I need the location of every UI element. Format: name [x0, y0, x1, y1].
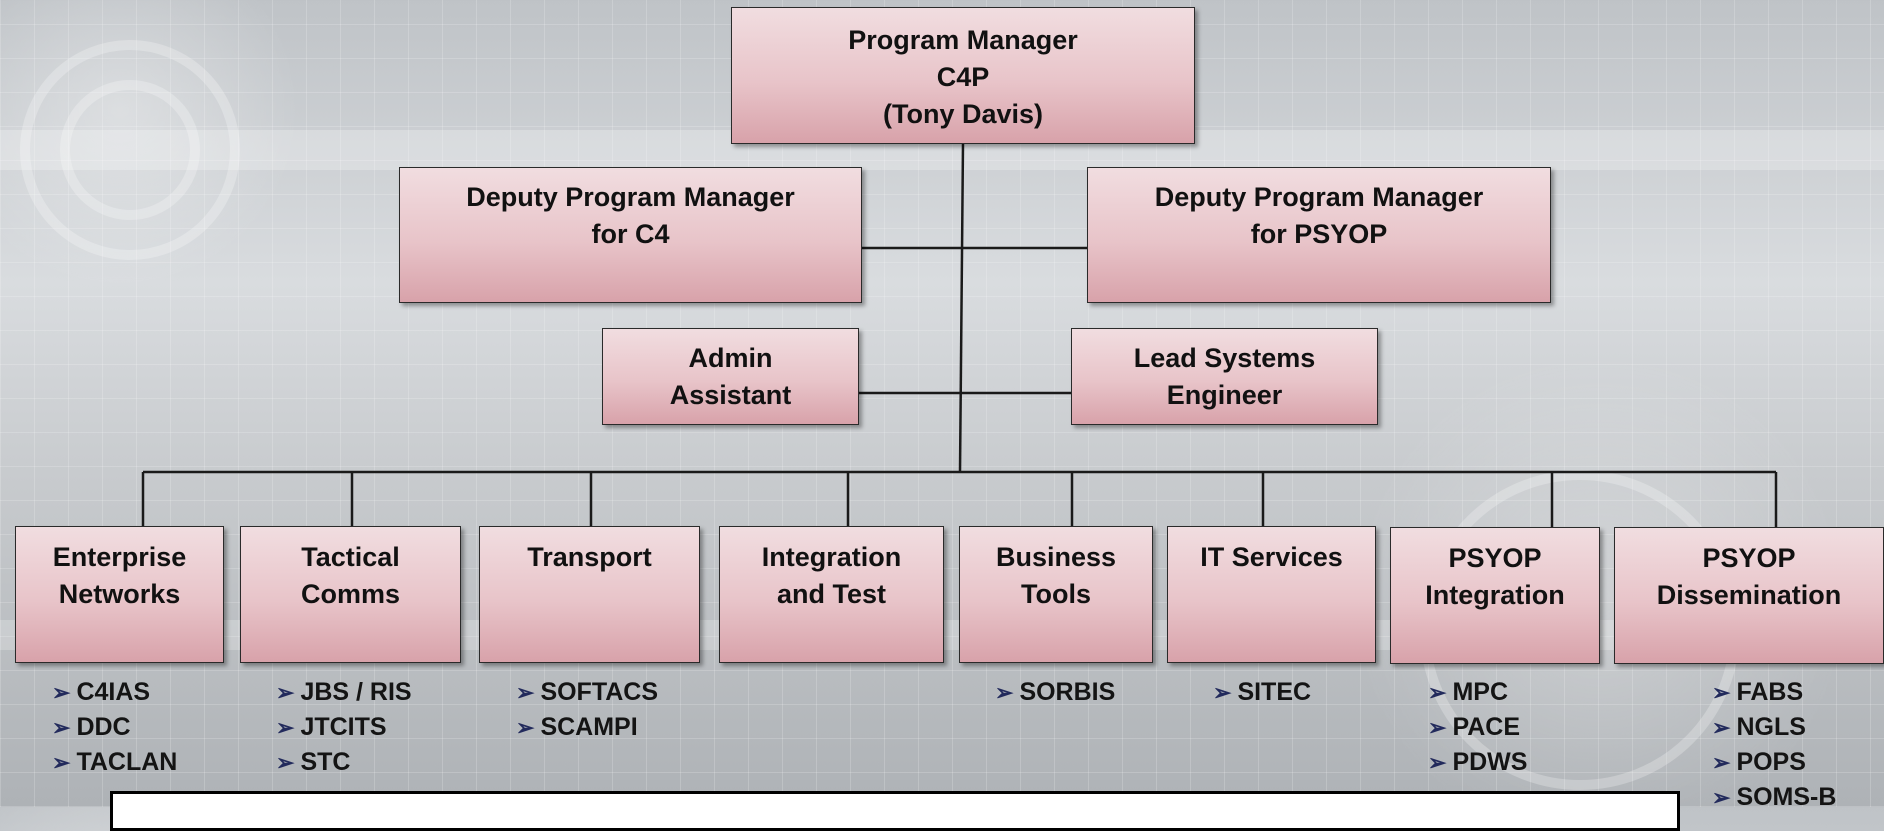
transport-programs: ➢SOFTACS ➢SCAMPI: [516, 675, 658, 745]
box-label: PSYOP: [1448, 543, 1542, 573]
bullet-arrow-icon: ➢: [276, 680, 295, 705]
bullet-arrow-icon: ➢: [52, 715, 71, 740]
box-label: for C4: [591, 219, 670, 249]
box-label: PSYOP: [1702, 543, 1796, 573]
box-label: Lead Systems: [1133, 343, 1316, 373]
list-item: ➢C4IAS: [52, 678, 151, 706]
psyop-integration-programs: ➢MPC ➢PACE ➢PDWS: [1428, 675, 1527, 780]
list-item: ➢SOFTACS: [516, 678, 659, 706]
list-item: ➢JTCITS: [276, 713, 387, 741]
branch-integration-test-box: Integration and Test: [719, 526, 944, 663]
box-label: Networks: [58, 579, 181, 609]
box-label: Admin: [688, 343, 773, 373]
box-label: Tactical: [301, 542, 400, 572]
business-tools-programs: ➢SORBIS: [995, 675, 1115, 710]
box-label: C4P: [936, 62, 990, 92]
branch-it-services-box: IT Services: [1167, 526, 1376, 663]
connector-lines: [141, 142, 1778, 527]
list-item: ➢SORBIS: [995, 678, 1116, 706]
box-label: Business: [995, 542, 1117, 572]
branch-psyop-dissemination-box: PSYOP Dissemination: [1614, 527, 1884, 664]
lead-systems-engineer-box: Lead Systems Engineer: [1071, 328, 1378, 425]
box-label: Integration: [1425, 580, 1565, 610]
list-item: ➢DDC: [52, 713, 131, 741]
connector-trunk: [958, 142, 965, 473]
list-item: ➢JBS / RIS: [276, 678, 412, 706]
branch-psyop-integration-box: PSYOP Integration: [1390, 527, 1600, 664]
box-label: Enterprise: [52, 542, 187, 572]
bullet-arrow-icon: ➢: [276, 750, 295, 775]
bullet-arrow-icon: ➢: [52, 750, 71, 775]
box-label: (Tony Davis): [882, 99, 1044, 129]
bullet-arrow-icon: ➢: [52, 680, 71, 705]
bullet-arrow-icon: ➢: [1213, 680, 1232, 705]
branch-tactical-comms-box: Tactical Comms: [240, 526, 461, 663]
list-item: ➢SITEC: [1213, 678, 1312, 706]
list-item: ➢PACE: [1428, 713, 1521, 741]
box-label: Dissemination: [1656, 580, 1842, 610]
list-item: ➢MPC: [1428, 678, 1508, 706]
box-label: Tools: [1021, 579, 1091, 609]
bullet-arrow-icon: ➢: [1428, 680, 1447, 705]
bullet-arrow-icon: ➢: [1428, 750, 1447, 775]
box-label: Program Manager: [848, 25, 1078, 55]
list-item: ➢SCAMPI: [516, 713, 638, 741]
box-label: Engineer: [1166, 380, 1283, 410]
box-label: Integration: [761, 542, 902, 572]
box-label: Comms: [300, 579, 401, 609]
list-item: ➢POPS: [1712, 748, 1806, 776]
bullet-arrow-icon: ➢: [516, 680, 535, 705]
bullet-arrow-icon: ➢: [1712, 750, 1731, 775]
box-label: for PSYOP: [1250, 219, 1388, 249]
branch-transport-box: Transport: [479, 526, 700, 663]
bullet-arrow-icon: ➢: [1712, 785, 1731, 810]
program-manager-box: Program Manager C4P (Tony Davis): [731, 7, 1195, 144]
box-label: and Test: [776, 579, 886, 609]
list-item: ➢STC: [276, 748, 351, 776]
admin-assistant-box: Admin Assistant: [602, 328, 859, 425]
deputy-c4-box: Deputy Program Manager for C4: [399, 167, 862, 303]
note-box: [110, 791, 1680, 831]
bullet-arrow-icon: ➢: [1712, 715, 1731, 740]
box-label: Assistant: [669, 380, 792, 410]
tactical-comms-programs: ➢JBS / RIS ➢JTCITS ➢STC: [276, 675, 412, 780]
box-label: Transport: [527, 542, 652, 572]
box-label: Deputy Program Manager: [466, 182, 795, 212]
box-label: Deputy Program Manager: [1154, 182, 1484, 212]
list-item: ➢FABS: [1712, 678, 1804, 706]
psyop-dissemination-programs: ➢FABS ➢NGLS ➢POPS ➢SOMS-B: [1712, 675, 1836, 815]
list-item: ➢TACLAN: [52, 748, 178, 776]
bullet-arrow-icon: ➢: [1712, 680, 1731, 705]
list-item: ➢SOMS-B: [1712, 783, 1837, 811]
branch-enterprise-networks-box: Enterprise Networks: [15, 526, 224, 663]
branch-business-tools-box: Business Tools: [959, 526, 1153, 663]
list-item: ➢PDWS: [1428, 748, 1528, 776]
bullet-arrow-icon: ➢: [516, 715, 535, 740]
bullet-arrow-icon: ➢: [995, 680, 1014, 705]
list-item: ➢NGLS: [1712, 713, 1806, 741]
bullet-arrow-icon: ➢: [1428, 715, 1447, 740]
bullet-arrow-icon: ➢: [276, 715, 295, 740]
deputy-psyop-box: Deputy Program Manager for PSYOP: [1087, 167, 1551, 303]
enterprise-networks-programs: ➢C4IAS ➢DDC ➢TACLAN: [52, 675, 177, 780]
it-services-programs: ➢SITEC: [1213, 675, 1311, 710]
box-label: IT Services: [1200, 542, 1343, 572]
